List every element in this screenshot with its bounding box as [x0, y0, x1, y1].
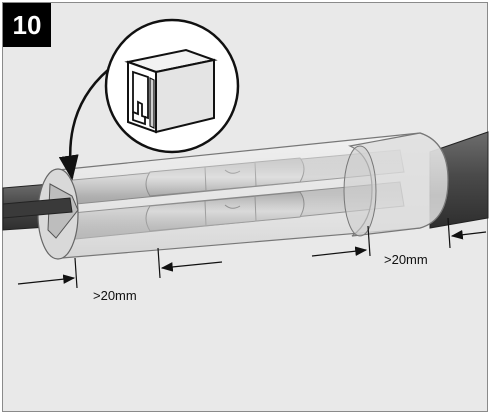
right-dimension: [311, 217, 487, 257]
left-dimension: [17, 247, 223, 289]
step-number-badge: 10: [3, 3, 51, 47]
left-dimension-label: >20mm: [93, 288, 137, 303]
double-clamp-connector-icon: [124, 48, 218, 134]
right-dimension-label: >20mm: [384, 252, 428, 267]
curved-arrow-icon: [58, 69, 109, 181]
